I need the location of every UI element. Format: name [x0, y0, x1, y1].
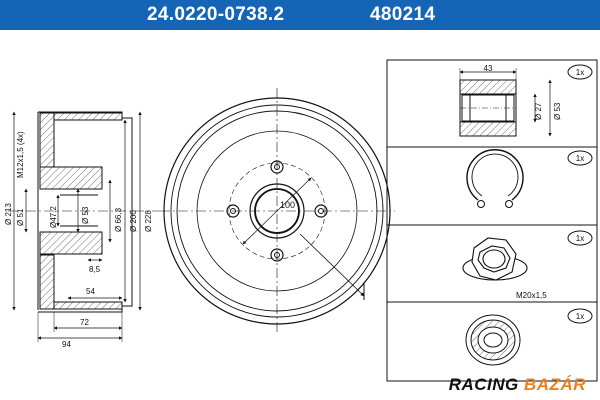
svg-text:1x: 1x	[576, 234, 584, 243]
bolt-circle-label: 100	[280, 200, 295, 210]
dim-w85: 8,5	[89, 265, 101, 274]
dim-w54: 54	[86, 287, 95, 296]
dim-d663: Ø 66,3	[114, 207, 123, 232]
svg-text:1x: 1x	[576, 312, 584, 321]
dim-d200: Ø 200	[129, 210, 138, 232]
qty-badge-cap: 1x	[567, 308, 593, 324]
axle-nut-drawing	[462, 237, 528, 281]
qty-badge-bearing: 1x	[567, 64, 593, 80]
dim-d213: Ø 213	[4, 203, 13, 225]
dim-m12: M12x1,5 (4x)	[16, 131, 25, 178]
bearing-width: 43	[484, 64, 493, 73]
svg-text:1x: 1x	[576, 154, 584, 163]
dim-d47: Ø47,2	[49, 206, 58, 228]
bearing-inner-diameter: Ø 27	[534, 102, 543, 120]
dim-w72: 72	[80, 318, 89, 327]
bolt-holes	[226, 160, 328, 262]
dim-d53: Ø 53	[81, 206, 90, 224]
bearing-outer-diameter: Ø 53	[553, 102, 562, 120]
qty-badge-circlip: 1x	[567, 150, 593, 166]
dim-w94: 94	[62, 340, 71, 349]
technical-drawing: Ø 213 M12x1,5 (4x) Ø 51 Ø47,2 Ø 53 Ø 66,…	[4, 59, 598, 382]
title-bar: 24.0220-0738.2 480214	[0, 0, 600, 30]
racing-bazar-logo: RACING BAZÁR	[448, 375, 586, 394]
svg-text:1x: 1x	[576, 68, 584, 77]
qty-badge-nut: 1x	[567, 230, 593, 246]
part-number: 24.0220-0738.2	[147, 4, 285, 25]
circlip-drawing	[466, 149, 524, 208]
accessory-panels	[386, 59, 598, 382]
product-code: 480214	[370, 4, 436, 25]
qty-badges: 1x 1x 1x 1x	[567, 64, 593, 324]
dim-d51: Ø 51	[16, 208, 25, 226]
side-view-labels: Ø 213 M12x1,5 (4x) Ø 51 Ø47,2 Ø 53 Ø 66,…	[4, 131, 153, 349]
dust-cap-drawing	[465, 314, 521, 366]
wheel-bearing-drawing	[459, 68, 552, 137]
nut-thread-label: M20x1,5	[516, 291, 547, 300]
side-section-view	[8, 111, 160, 342]
dim-d228: Ø 228	[144, 210, 153, 232]
front-view	[160, 88, 395, 335]
